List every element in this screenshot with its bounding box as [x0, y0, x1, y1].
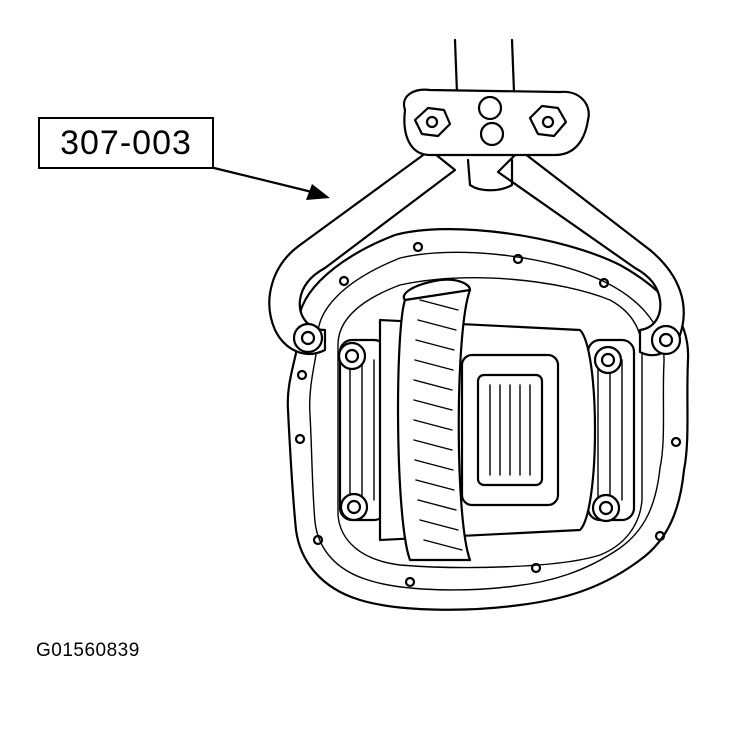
- bearing-cap-bolts: [337, 341, 623, 523]
- flange-bolt-holes: [294, 241, 682, 588]
- tool-number-label: 307-003: [60, 123, 192, 162]
- housing-cavity: [337, 277, 643, 569]
- crossbar-forcing-screw: [477, 95, 505, 147]
- ring-gear: [396, 278, 472, 562]
- bearing-cap-left: [338, 338, 388, 522]
- tool-number-callout: 307-003: [38, 117, 214, 169]
- puller-legs: [268, 148, 685, 357]
- crossbar-bolt-left: [413, 106, 452, 138]
- puller-crossbar: [402, 88, 590, 192]
- figure-id-label: G01560839: [36, 640, 140, 661]
- callout-leader-arrow: [212, 166, 330, 200]
- crossbar-bolt-right: [528, 104, 568, 138]
